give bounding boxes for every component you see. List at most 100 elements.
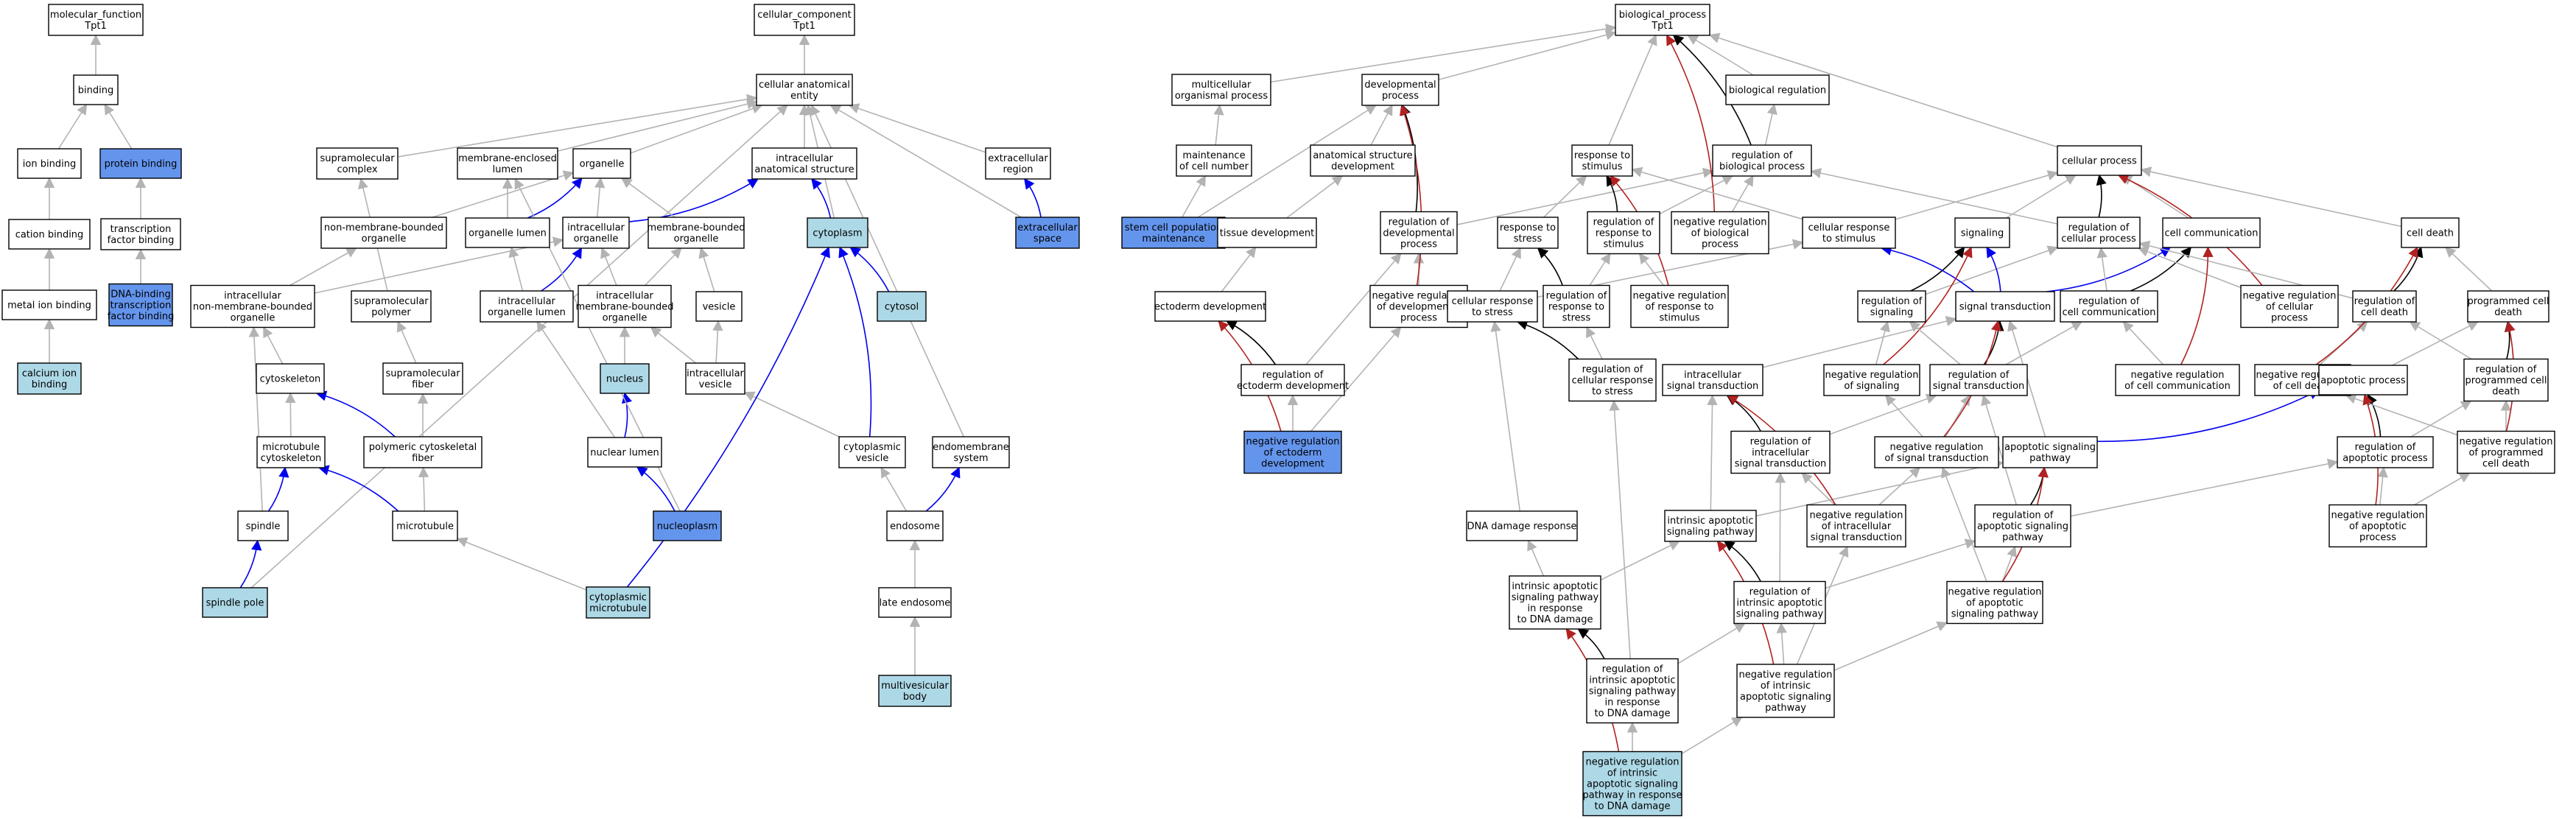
term-node: spindle [237,510,289,541]
term-box [695,291,743,322]
term-label-line: system [954,453,989,464]
term-node: tissue development [1217,217,1317,248]
relation-edge-is-a [645,247,682,287]
relation-edge-positive-regulates [315,390,396,437]
term-label-line: regulation of [1389,217,1450,228]
term-label-line: in response [1604,697,1660,709]
term-box [1568,358,1657,402]
term-label-line: endosome [890,521,940,532]
term-label-line: response to [1574,150,1630,161]
term-label-line: intracellular [687,368,744,379]
term-label-line: ectoderm development [1154,302,1266,313]
term-label-line: regulation of [1948,370,2010,381]
term-label-line: factor binding [108,312,175,323]
term-label-line: of apoptotic [1966,598,2024,609]
term-label-line: stress [1562,313,1591,324]
relation-edge-is-a [1878,467,1921,506]
relation-edge-is-a [2392,321,2479,366]
term-box [878,587,952,618]
relation-edge-regulates [1723,541,1761,582]
term-label-line: cytoplasmic [589,592,647,603]
term-label-line: biological process [1719,161,1805,172]
term-box [1154,291,1266,322]
relation-edge-is-a [2410,400,2472,437]
term-box [1176,144,1252,177]
term-box [465,217,550,248]
term-label-line: regulation of [1749,587,1811,598]
term-label-line: signal transduction [1959,302,2052,313]
term-node: biological regulation [1725,74,1830,105]
relation-edge-positive-regulates [239,539,262,588]
term-label-line: spindle pole [206,598,264,609]
term-label-line: maintenance [1142,233,1204,245]
term-label-line: of intrinsic [1761,681,1811,692]
term-box [1806,504,1906,548]
relation-edge-positive-regulates [849,247,890,292]
term-box [1587,211,1660,255]
relation-edge-regulates [1672,35,1752,146]
relation-edge-positive-regulates [622,392,633,438]
term-label-line: DNA damage response [1467,521,1576,532]
term-box [1310,144,1416,177]
relation-edge-is-a [1833,621,1948,671]
term-label-line: organelle [674,233,719,245]
relation-edge-regulates [1226,320,1277,365]
term-label-line: microtubule [396,521,454,532]
relation-edge-is-a [1731,175,1754,212]
relation-edge-is-a [1586,326,1603,359]
term-label-line: organelle lumen [488,307,566,318]
relation-edge-regulates [1537,247,1563,286]
term-label-line: organelle [574,233,619,245]
term-box [2467,290,2549,323]
term-box [1671,211,1769,255]
relation-edge-is-a [397,94,758,158]
term-box [878,675,952,707]
term-label-line: cellular_component [757,10,852,21]
term-label-line: supramolecular [354,296,429,307]
term-box [382,362,463,395]
term-box [1217,217,1317,248]
term-box [2060,290,2158,323]
term-box [600,363,650,394]
term-node: nucleus [600,363,650,394]
relation-edge-is-a [1776,622,1787,665]
term-box [363,436,482,468]
term-label-line: vesicle [856,453,889,464]
term-label-line: signal transduction [1735,459,1827,470]
term-node: metal ion binding [1,289,97,320]
term-label-line: polymeric cytoskeletal [369,442,477,453]
term-box [1874,436,1999,468]
term-node: spindle pole [202,587,268,618]
relation-edge-is-a [1543,175,1587,218]
term-box [351,290,432,323]
term-box [754,4,855,36]
term-label-line: fiber [412,379,434,390]
term-box [2457,430,2555,474]
term-box [202,587,268,618]
term-label-line: process [1702,239,1738,250]
term-label-line: to DNA damage [1594,709,1670,720]
term-box [1929,364,2028,396]
relation-edge-regulates [2393,246,2424,292]
term-label-line: cell communication [2062,307,2155,318]
term-label-line: signal transduction [1811,532,1903,544]
relation-edge-is-a [1456,167,1714,225]
term-label-line: developmental [1383,228,1454,239]
term-node: organelle [572,148,631,179]
